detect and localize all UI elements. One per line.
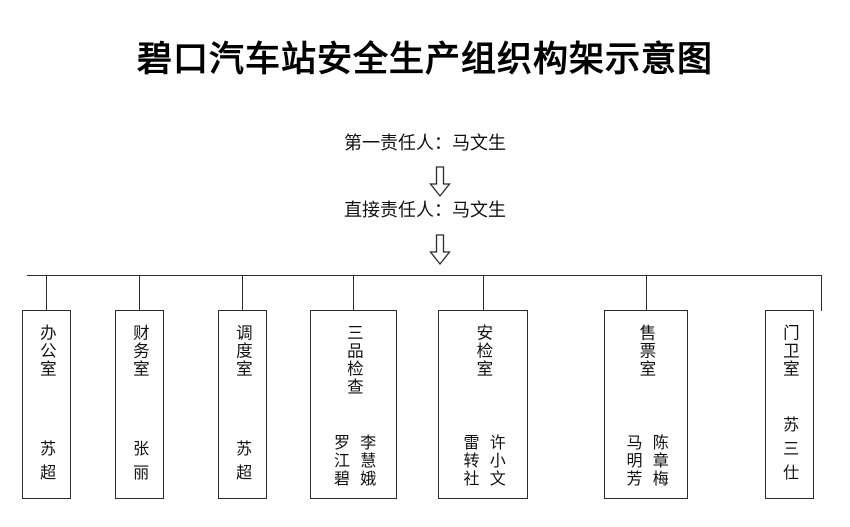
connector-drop-1 (46, 275, 47, 311)
org-node-dispatch[interactable]: 调度室 苏超 (218, 310, 267, 499)
connector-drop-7 (821, 275, 822, 311)
connector-drop-5 (483, 275, 484, 311)
down-arrow-icon-2 (428, 234, 452, 266)
dept-name-label: 售票室 (636, 324, 656, 378)
staff-name: 李慧娥 (357, 434, 377, 488)
staff-list: 张丽 (116, 440, 163, 488)
dept-name-label: 财务室 (130, 324, 150, 378)
staff-list: 苏超 (219, 440, 266, 488)
org-node-contraband-inspection[interactable]: 三品检查 李慧娥 罗江碧 (310, 310, 397, 499)
staff-name: 苏三仕 (780, 416, 800, 488)
dept-name-label: 三品检查 (344, 324, 364, 396)
staff-name: 陈章梅 (649, 434, 669, 488)
staff-list: 许小文 雷转社 (439, 434, 527, 488)
staff-name: 苏超 (233, 440, 253, 488)
staff-list: 李慧娥 罗江碧 (311, 434, 396, 488)
dept-name-label: 办公室 (37, 324, 57, 378)
org-node-gatehouse[interactable]: 门卫室 苏三仕 (765, 310, 814, 499)
connector-drop-6 (646, 275, 647, 311)
connector-drop-4 (353, 275, 354, 311)
dept-name-label: 门卫室 (780, 324, 800, 378)
staff-name: 罗江碧 (331, 434, 350, 488)
staff-name: 马明芳 (623, 434, 643, 488)
staff-name: 张丽 (130, 440, 150, 488)
org-node-ticket-office[interactable]: 售票室 陈章梅 马明芳 (604, 310, 688, 499)
org-node-security-check[interactable]: 安检室 许小文 雷转社 (438, 310, 528, 499)
down-arrow-icon-1 (428, 166, 452, 198)
direct-responsible-label: 直接责任人：马文生 (344, 200, 506, 221)
staff-list: 苏超 (23, 440, 70, 488)
first-responsible-label: 第一责任人：马文生 (344, 133, 506, 154)
org-node-finance[interactable]: 财务室 张丽 (115, 310, 164, 499)
staff-list: 苏三仕 (766, 416, 813, 488)
connector-horizontal-bus (27, 275, 822, 276)
dept-name-label: 调度室 (233, 324, 253, 378)
connector-drop-2 (139, 275, 140, 311)
org-node-office[interactable]: 办公室 苏超 (22, 310, 71, 499)
dept-name-label: 安检室 (473, 324, 493, 378)
connector-drop-3 (242, 275, 243, 311)
staff-list: 陈章梅 马明芳 (605, 434, 687, 488)
staff-name: 雷转社 (460, 434, 480, 488)
page-title: 碧口汽车站安全生产组织构架示意图 (136, 40, 713, 80)
staff-name: 苏超 (37, 440, 57, 488)
staff-name: 许小文 (486, 434, 506, 488)
